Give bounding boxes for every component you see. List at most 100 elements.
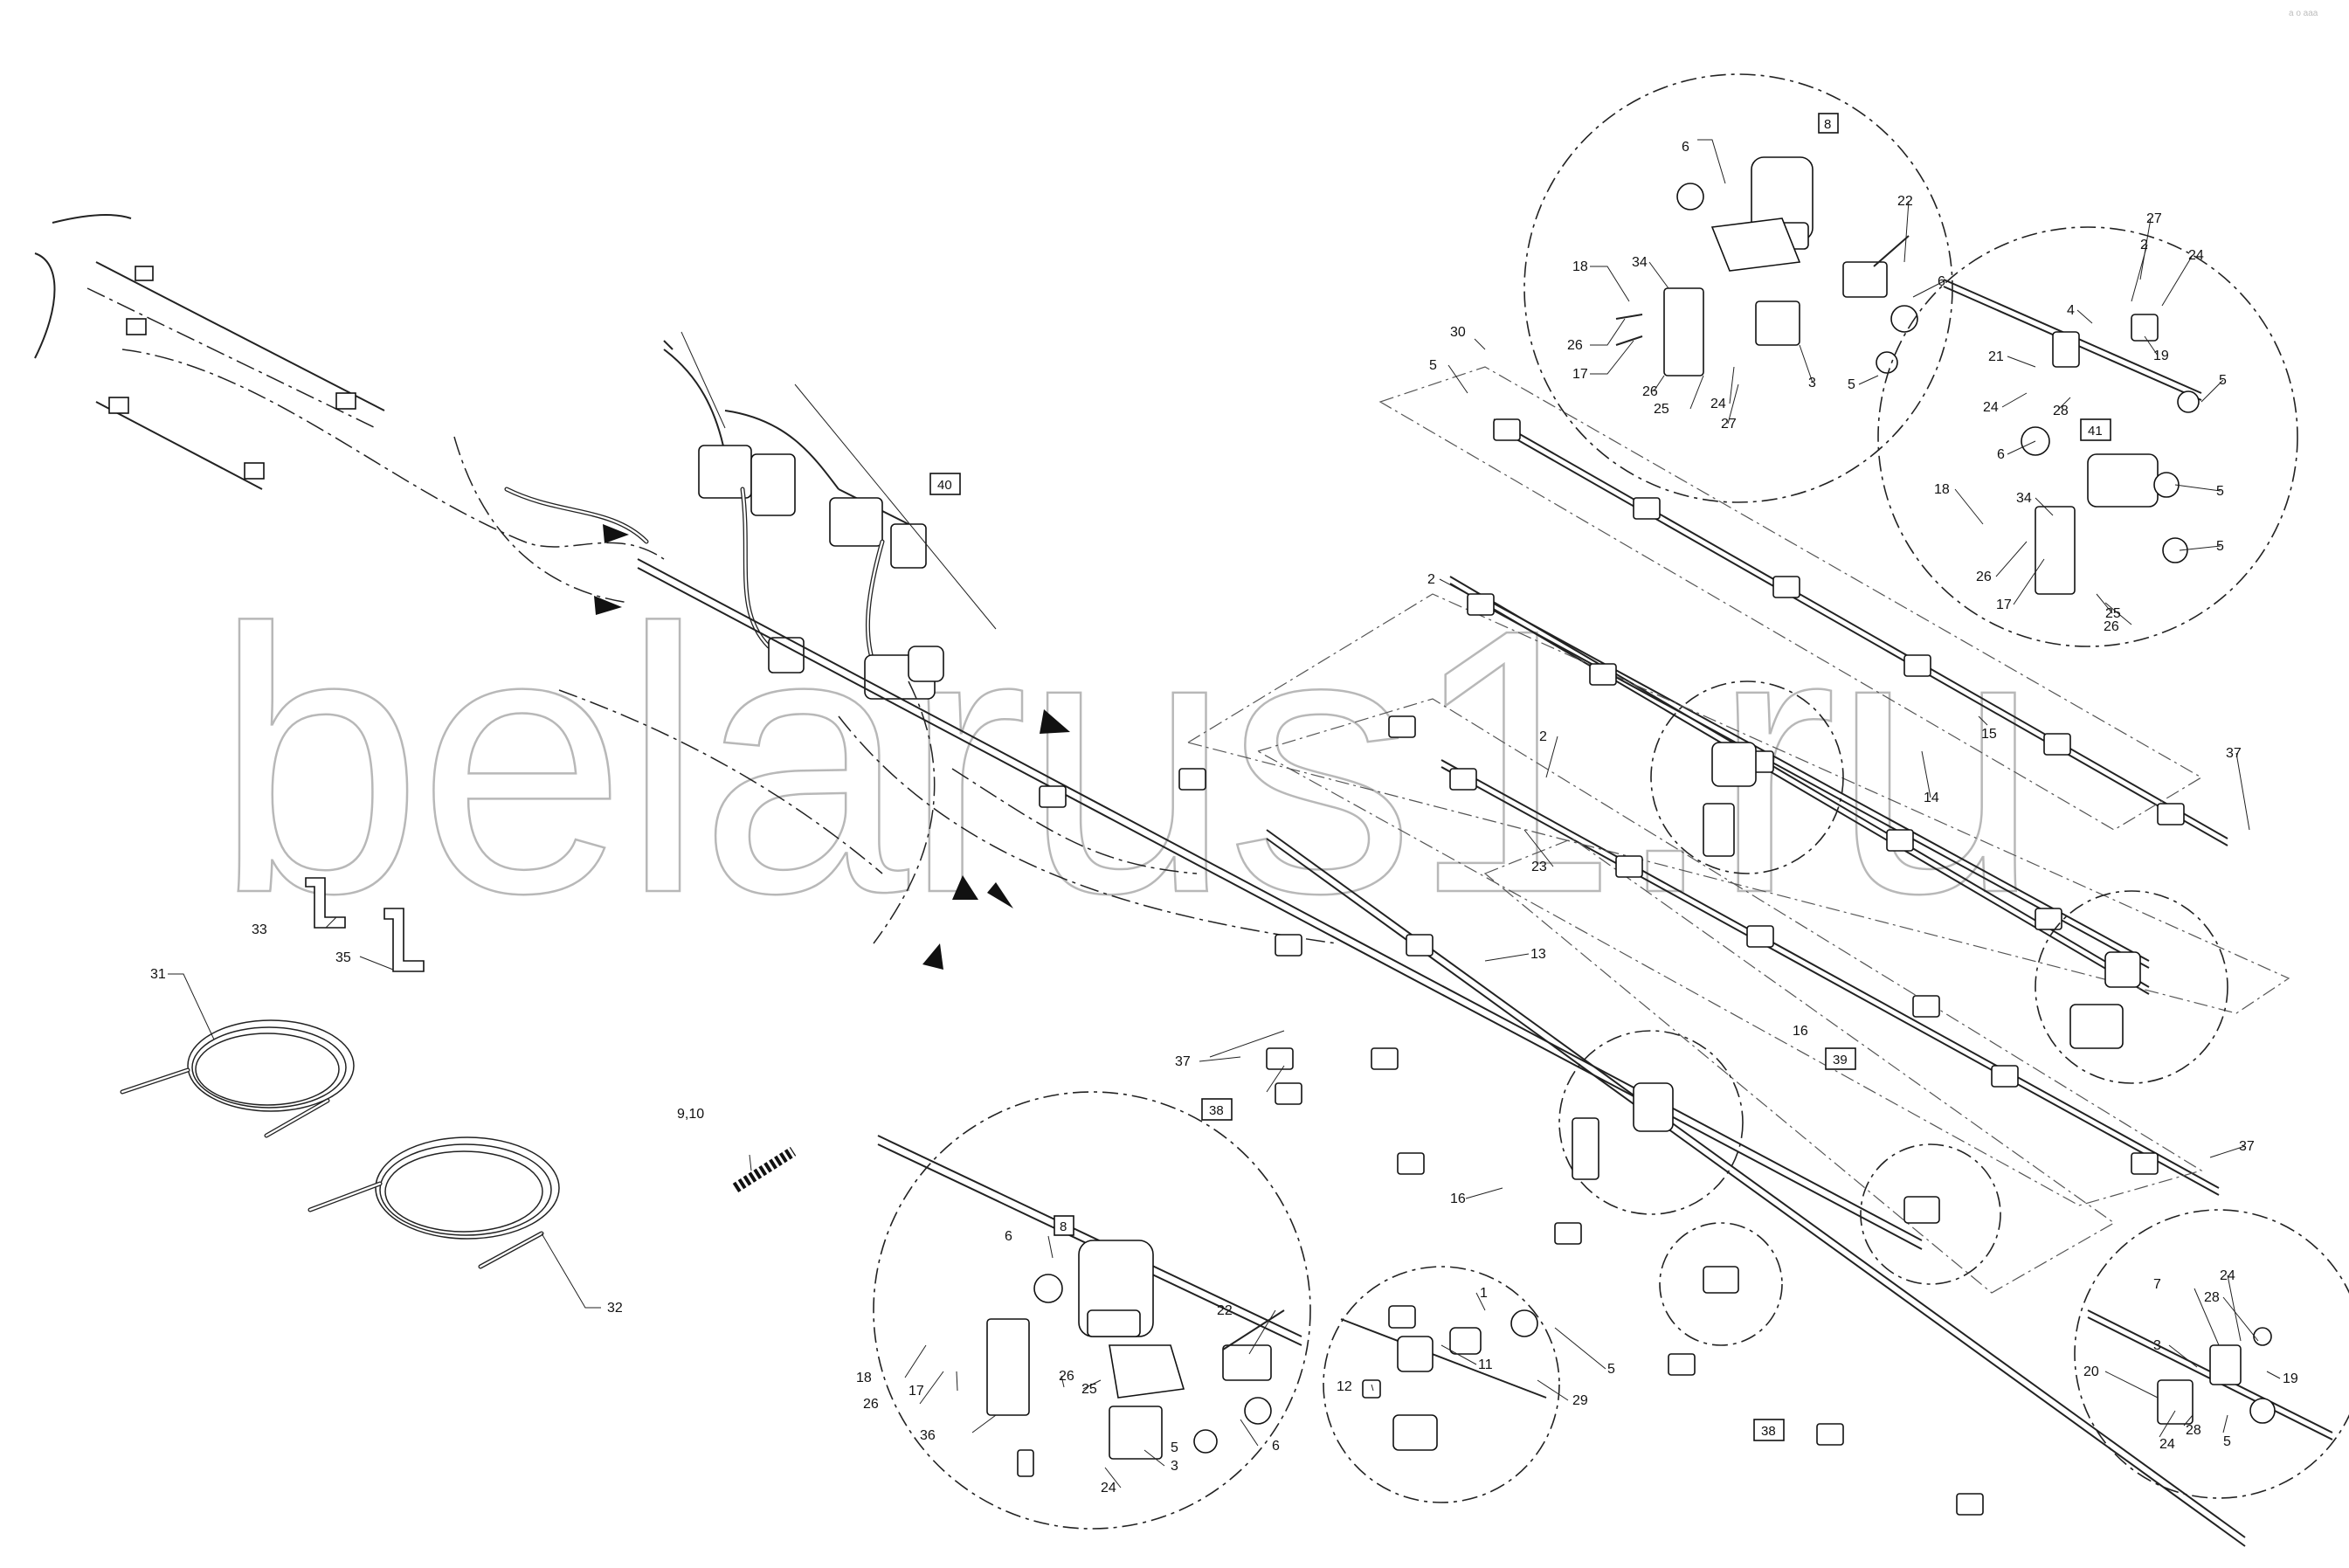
callout: 9,10 — [677, 1107, 704, 1122]
clamp-part — [108, 397, 129, 414]
hose-coil-31 — [120, 1019, 355, 1138]
callout: 32 — [607, 1301, 623, 1316]
callout: 16 — [1793, 1024, 1808, 1039]
flow-path — [873, 680, 936, 944]
callout: 6 — [1682, 140, 1689, 155]
boxed-label: 8 — [1824, 117, 1831, 132]
flow-arrow — [952, 875, 978, 900]
callout: 17 — [1996, 597, 2012, 612]
callout: 6 — [1272, 1439, 1280, 1454]
clamp-part — [126, 318, 147, 335]
callout: 24 — [1983, 400, 1999, 415]
callout: 18 — [1572, 259, 1588, 274]
flow-path — [838, 715, 1337, 944]
detail-circle-middle — [1650, 680, 1844, 874]
boxed-label: 40 — [937, 478, 952, 493]
callout: 3 — [2153, 1338, 2161, 1353]
callout: 5 — [1848, 377, 1855, 392]
callout: 26 — [1567, 338, 1583, 353]
callout: 28 — [2204, 1290, 2220, 1305]
callout: 17 — [1572, 367, 1588, 382]
callout: 1 — [1480, 1286, 1488, 1301]
callout: 29 — [1572, 1393, 1588, 1408]
callout: 24 — [2159, 1437, 2175, 1452]
callout: 24 — [2220, 1268, 2235, 1283]
callout: 19 — [2283, 1371, 2298, 1386]
flow-path — [951, 768, 1198, 874]
callout-labels: 6 22 18 34 6 26 17 26 25 24 27 3 5 30 5 … — [150, 140, 2298, 1495]
callout: 35 — [335, 950, 351, 965]
callout: 3 — [1808, 376, 1816, 390]
callout: 25 — [1081, 1382, 1097, 1397]
boxed-label: 38 — [1761, 1424, 1776, 1439]
callout: 2 — [1539, 729, 1547, 744]
callout: 28 — [2053, 404, 2069, 418]
callout: 26 — [2104, 619, 2119, 634]
callout: 36 — [920, 1428, 936, 1443]
nozzle-clamps — [1039, 418, 2185, 1516]
callout: 2 — [1427, 572, 1435, 587]
spiral-wrap-9-10 — [732, 1146, 797, 1193]
callout: 5 — [2216, 484, 2224, 499]
bracket-part-35 — [383, 908, 425, 972]
boxed-labels: 8 40 41 39 38 8 38 — [929, 113, 2111, 1441]
callout: 6 — [1997, 447, 2005, 462]
callout: 7 — [2153, 1277, 2161, 1292]
detail-circle-bottom-middle — [1323, 1266, 1560, 1503]
callout: 26 — [1642, 384, 1658, 399]
flow-arrow — [922, 943, 943, 970]
callout: 21 — [1988, 349, 2004, 364]
callout: 30 — [1450, 325, 1466, 340]
flow-path — [558, 689, 883, 874]
callout: 27 — [1721, 417, 1737, 432]
boxed-label: 41 — [2088, 424, 2103, 439]
boxed-label: 8 — [1060, 1219, 1067, 1234]
callout: 20 — [2083, 1364, 2099, 1379]
callout: 12 — [1337, 1379, 1352, 1394]
callout: 5 — [1607, 1362, 1615, 1377]
corner-stamp: a o aaa — [2289, 9, 2318, 18]
callout: 5 — [2219, 373, 2227, 388]
valve-group — [504, 331, 997, 700]
main-booms — [637, 418, 2246, 1547]
callout: 22 — [1897, 194, 1913, 209]
hose-coil-32 — [307, 1136, 560, 1269]
callout: 3 — [1171, 1459, 1178, 1474]
flow-arrow — [987, 882, 1013, 908]
callout: 37 — [2226, 746, 2242, 761]
callout: 4 — [2067, 303, 2075, 318]
callout: 5 — [1171, 1440, 1178, 1455]
callout: 5 — [2216, 539, 2224, 554]
callout: 24 — [1710, 397, 1726, 411]
callout: 31 — [150, 967, 166, 982]
detail-circle-bottom-left — [873, 1091, 1311, 1530]
outline-polygons — [1186, 366, 2290, 1294]
callout: 24 — [2188, 248, 2204, 263]
callout: 15 — [1981, 727, 1997, 742]
detail-circle-lower-middle — [1558, 1030, 2001, 1346]
callout: 37 — [2239, 1139, 2255, 1154]
leader-lines — [168, 139, 2281, 1489]
bracket-part-33 — [305, 877, 346, 929]
detail-circle-middle-right — [2035, 890, 2228, 1084]
callout: 34 — [1632, 255, 1648, 270]
callout: 28 — [2186, 1423, 2201, 1438]
callout: 18 — [1934, 482, 1950, 497]
callout: 2 — [2140, 238, 2148, 252]
callout: 16 — [1450, 1192, 1466, 1206]
detail-circle-bottom-right — [2074, 1209, 2349, 1499]
flow-arrow — [603, 524, 629, 543]
callout: 5 — [2223, 1434, 2231, 1449]
callout: 19 — [2153, 349, 2169, 363]
callout: 25 — [2105, 606, 2121, 621]
callout: 18 — [856, 1371, 872, 1385]
callout: 13 — [1530, 947, 1546, 962]
boxed-label: 38 — [1209, 1103, 1224, 1118]
callout: 6 — [1005, 1229, 1012, 1244]
callout: 27 — [2146, 211, 2162, 226]
callout: 26 — [863, 1397, 879, 1412]
callout: 23 — [1531, 860, 1547, 874]
left-boom-section — [34, 214, 665, 615]
callout: 26 — [1059, 1369, 1074, 1384]
